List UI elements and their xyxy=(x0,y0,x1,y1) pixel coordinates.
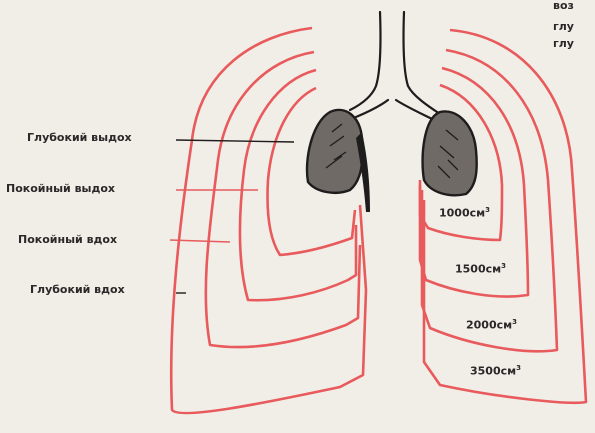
left-lung-outlines xyxy=(171,28,366,413)
left-lung-core xyxy=(307,110,370,212)
label-deep-inhale: Глубокий вдох xyxy=(30,283,125,296)
volume-label-4: 3500см3 xyxy=(470,364,521,378)
label-deep-exhale: Глубокий выдох xyxy=(27,131,132,144)
label-calm-exhale: Покойный выдох xyxy=(6,182,115,195)
corner-line-1: воз xyxy=(553,0,574,12)
label-calm-inhale: Покойный вдох xyxy=(18,233,117,246)
corner-cropped-text: воз глу глу xyxy=(553,0,574,50)
volume-label-1: 1000см3 xyxy=(439,206,490,220)
corner-line-2: глу xyxy=(553,21,574,33)
volume-label-3: 2000см3 xyxy=(466,318,517,332)
trachea xyxy=(350,12,440,120)
left-lung-calm-inhale xyxy=(206,52,360,347)
volume-label-2: 1500см3 xyxy=(455,262,506,276)
right-lung-core xyxy=(423,111,477,195)
corner-line-3: глу xyxy=(553,38,574,50)
